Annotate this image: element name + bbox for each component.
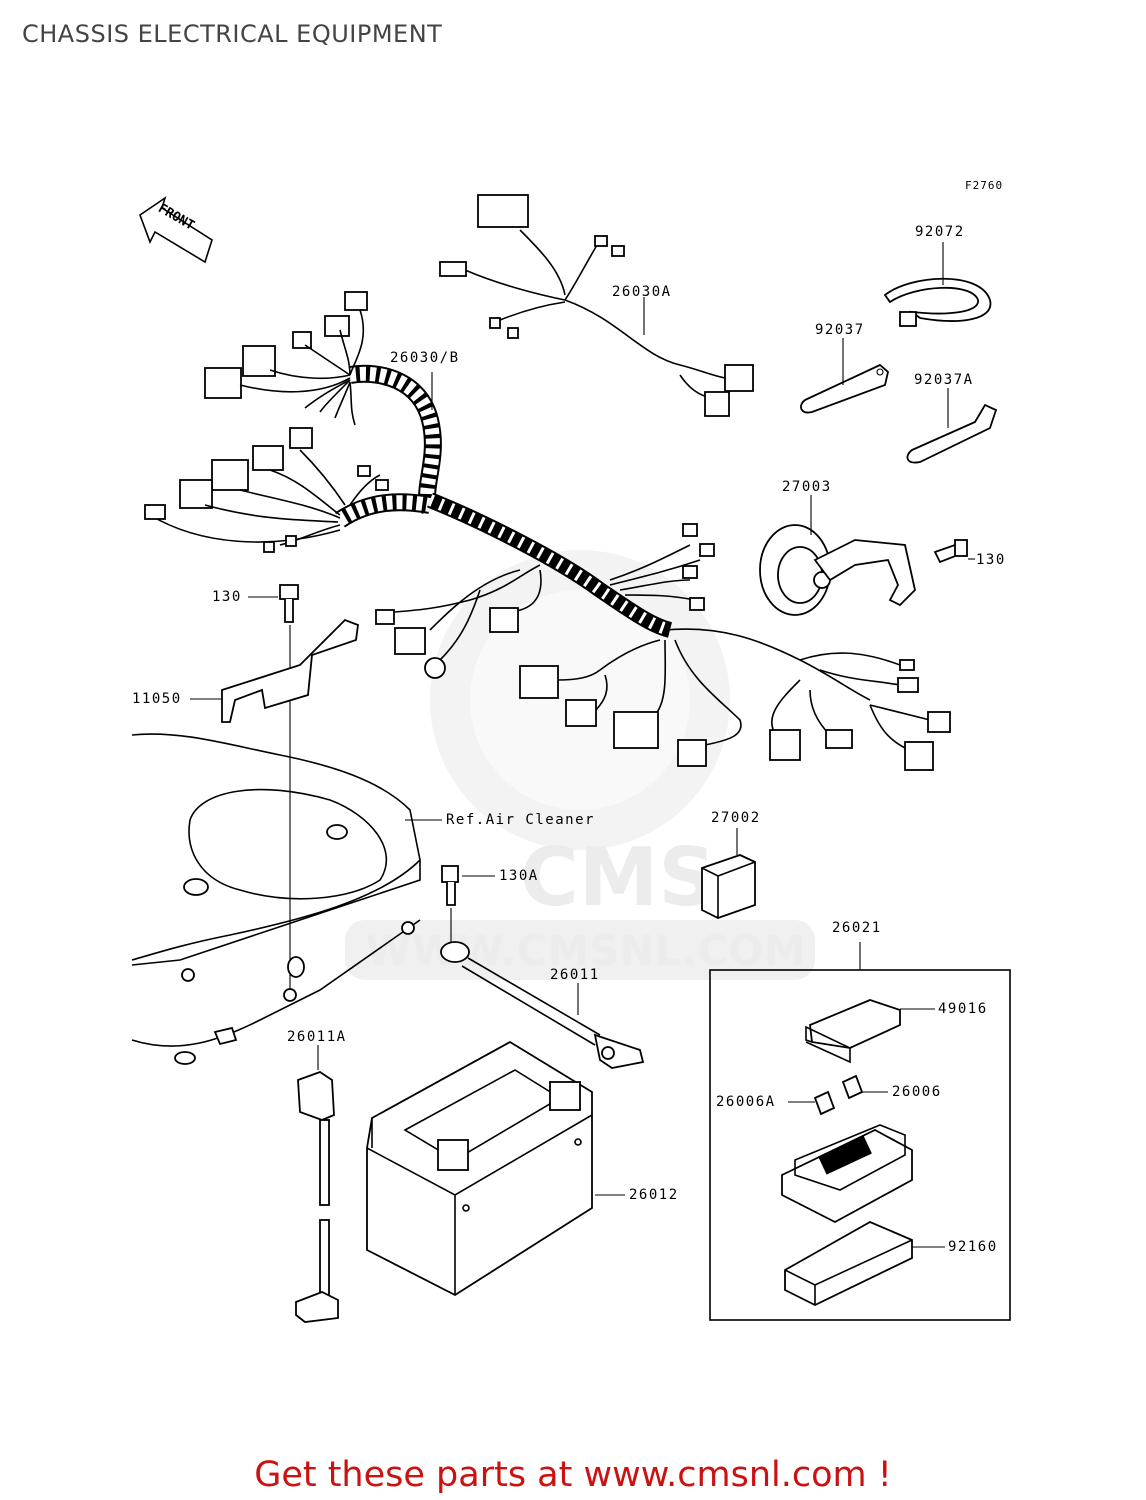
- fuse-26006a: [813, 1090, 836, 1116]
- label-27003: 27003: [782, 479, 832, 495]
- fuse-box-body: [781, 1124, 913, 1224]
- harness-26030a: [439, 194, 754, 417]
- label-130-left: 130: [212, 589, 242, 605]
- fuse-26006: [841, 1074, 864, 1100]
- label-26011a: 26011A: [287, 1029, 347, 1045]
- label-92037a: 92037A: [914, 372, 974, 388]
- label-130-right: 130: [976, 552, 1006, 568]
- cover-49016: [805, 999, 901, 1064]
- watermark: CMS WWW.CMSNL.COM: [345, 550, 815, 980]
- cable-26011: [440, 941, 645, 1069]
- front-arrow-label: FRONT: [155, 201, 197, 234]
- watermark-brand: CMS: [520, 831, 716, 924]
- clamp-92037: [800, 363, 889, 414]
- clamp-92037a: [906, 403, 998, 464]
- figure-id: F2760: [965, 179, 1003, 192]
- label-26030a: 26030A: [612, 284, 672, 300]
- label-26006: 26006: [892, 1084, 942, 1100]
- cable-26011a: [295, 1070, 339, 1323]
- label-26006a: 26006A: [716, 1094, 776, 1110]
- battery-26012: [366, 1040, 593, 1297]
- footer-promo[interactable]: Get these parts at www.cmsnl.com !: [254, 1455, 892, 1495]
- bolt-130-left: [279, 584, 299, 623]
- relay-27002: [701, 854, 756, 919]
- page-title: CHASSIS ELECTRICAL EQUIPMENT: [22, 20, 443, 48]
- bolt-130-right: [933, 539, 968, 564]
- label-11050: 11050: [132, 691, 182, 707]
- label-ref-air-cleaner: Ref.Air Cleaner: [446, 812, 595, 828]
- cable-tie-92072: [883, 277, 992, 327]
- label-26030b: 26030/B: [390, 350, 460, 366]
- front-arrow-icon: FRONT: [139, 196, 213, 264]
- watermark-url: WWW.CMSNL.COM: [365, 926, 806, 975]
- label-27002: 27002: [711, 810, 761, 826]
- label-92160: 92160: [948, 1239, 998, 1255]
- label-92072: 92072: [915, 224, 965, 240]
- label-26021: 26021: [832, 920, 882, 936]
- label-130a: 130A: [499, 868, 539, 884]
- air-cleaner-ref: [131, 733, 421, 1065]
- bracket-11050: [221, 618, 359, 723]
- cover-92160: [784, 1220, 913, 1307]
- horn-27003: [759, 524, 916, 616]
- harness-26030b: [144, 291, 951, 771]
- label-26011: 26011: [550, 967, 600, 983]
- label-92037: 92037: [815, 322, 865, 338]
- label-26012: 26012: [629, 1187, 679, 1203]
- bolt-130a: [441, 865, 459, 906]
- label-49016: 49016: [938, 1001, 988, 1017]
